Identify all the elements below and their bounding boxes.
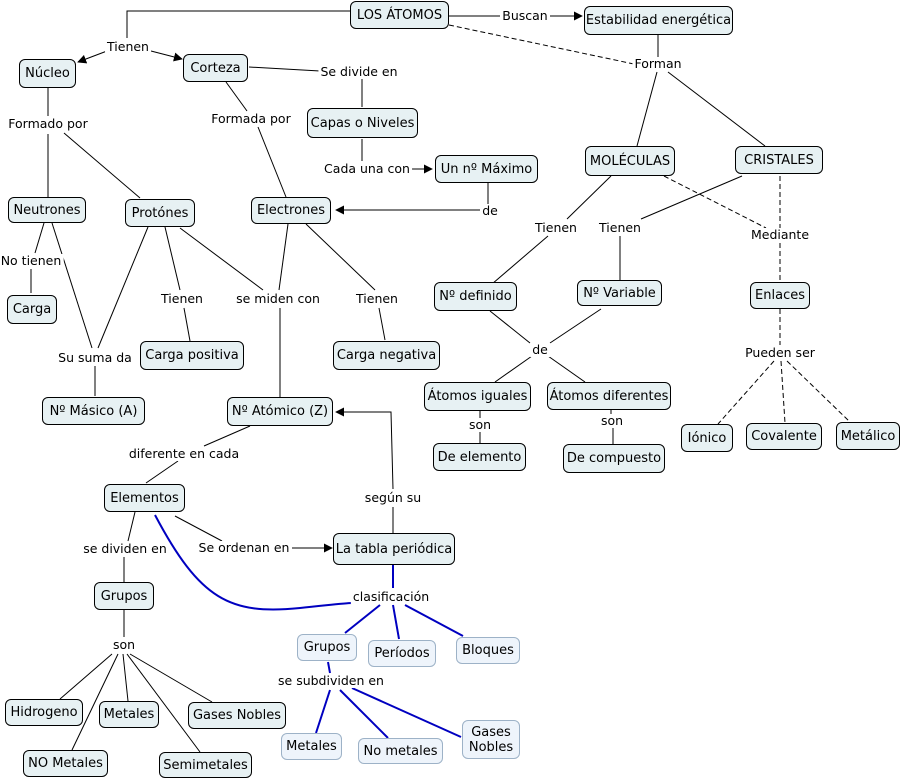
node-numero-variable[interactable]: Nº Variable	[577, 280, 662, 306]
node-periodos[interactable]: Períodos	[368, 640, 436, 667]
node-carga[interactable]: Carga	[7, 295, 57, 324]
node-grupos[interactable]: Grupos	[94, 582, 154, 610]
node-metales[interactable]: Metales	[99, 701, 159, 728]
node-un-numero-maximo[interactable]: Un nº Máximo	[435, 155, 538, 183]
label-tienen-moleculas: Tienen	[533, 220, 579, 235]
node-carga-positiva[interactable]: Carga positiva	[140, 341, 244, 370]
node-no-metales-tabla[interactable]: No metales	[358, 738, 443, 764]
node-numero-masico[interactable]: Nº Másico (A)	[42, 397, 145, 425]
node-electrones[interactable]: Electrones	[251, 197, 331, 224]
node-protones[interactable]: Protónes	[125, 199, 195, 227]
node-de-elemento[interactable]: De elemento	[433, 443, 526, 471]
label-clasificacion: clasificación	[350, 589, 432, 604]
node-gases-nobles[interactable]: Gases Nobles	[188, 702, 286, 729]
label-tienen-protones: Tienen	[159, 291, 205, 306]
node-metales-tabla[interactable]: Metales	[281, 733, 342, 760]
label-de-atomos: de	[530, 342, 550, 357]
node-moleculas[interactable]: MOLÉCULAS	[585, 146, 675, 176]
label-buscan: Buscan	[500, 8, 550, 23]
node-grupos-tabla[interactable]: Grupos	[297, 634, 357, 661]
node-de-compuesto[interactable]: De compuesto	[563, 444, 665, 473]
node-covalente[interactable]: Covalente	[746, 423, 822, 450]
node-semimetales[interactable]: Semimetales	[159, 752, 252, 778]
node-atomos-iguales[interactable]: Átomos iguales	[424, 382, 531, 411]
node-no-metales[interactable]: NO Metales	[23, 750, 108, 777]
label-mediante: Mediante	[748, 227, 812, 242]
label-segun-su: según su	[362, 490, 424, 505]
label-se-miden-con: se miden con	[234, 291, 322, 306]
node-los-atomos[interactable]: LOS ÁTOMOS	[350, 1, 449, 29]
node-neutrones[interactable]: Neutrones	[8, 197, 86, 223]
label-se-divide-en: Se divide en	[318, 64, 400, 79]
label-son-grupos: son	[110, 637, 138, 652]
node-gases-nobles-tabla[interactable]: Gases Nobles	[462, 720, 520, 759]
node-corteza[interactable]: Corteza	[183, 54, 248, 82]
node-nucleo[interactable]: Núcleo	[19, 59, 76, 88]
node-metalico[interactable]: Metálico	[836, 422, 900, 450]
node-hidrogeno[interactable]: Hidrogeno	[5, 699, 83, 726]
label-forman: Forman	[632, 56, 684, 71]
label-de: de	[480, 203, 500, 218]
node-atomos-diferentes[interactable]: Átomos diferentes	[547, 382, 671, 410]
label-tienen-electrones: Tienen	[354, 291, 400, 306]
node-enlaces[interactable]: Enlaces	[750, 282, 810, 309]
node-bloques[interactable]: Bloques	[456, 637, 520, 664]
node-cristales[interactable]: CRISTALES	[735, 146, 823, 174]
node-numero-atomico[interactable]: Nº Atómico (Z)	[227, 397, 333, 426]
label-son-diferentes: son	[598, 413, 626, 428]
label-se-ordenan-en: Se ordenan en	[196, 540, 292, 555]
node-estabilidad-energetica[interactable]: Estabilidad energética	[584, 6, 733, 35]
label-su-suma-da: Su suma da	[56, 350, 134, 365]
node-elementos[interactable]: Elementos	[104, 484, 185, 512]
node-tabla-periodica[interactable]: La tabla periódica	[333, 533, 455, 565]
label-diferente-en-cada: diferente en cada	[126, 446, 242, 461]
label-son-iguales: son	[466, 417, 494, 432]
node-numero-definido[interactable]: Nº definido	[434, 282, 517, 311]
label-formado-por: Formado por	[6, 116, 90, 131]
label-formada-por: Formada por	[209, 111, 293, 126]
label-pueden-ser: Pueden ser	[743, 345, 817, 360]
label-cada-una-con: Cada una con	[322, 161, 412, 176]
label-tienen-cristales: Tienen	[597, 220, 643, 235]
node-capas-o-niveles[interactable]: Capas o Niveles	[307, 108, 418, 138]
label-se-dividen-en: se dividen en	[81, 541, 169, 556]
label-no-tienen: No tienen	[0, 253, 64, 268]
label-se-subdividen-en: se subdividen en	[276, 673, 386, 688]
node-ionico[interactable]: Iónico	[681, 424, 733, 452]
label-tienen: Tienen	[105, 39, 151, 54]
node-carga-negativa[interactable]: Carga negativa	[333, 341, 440, 370]
